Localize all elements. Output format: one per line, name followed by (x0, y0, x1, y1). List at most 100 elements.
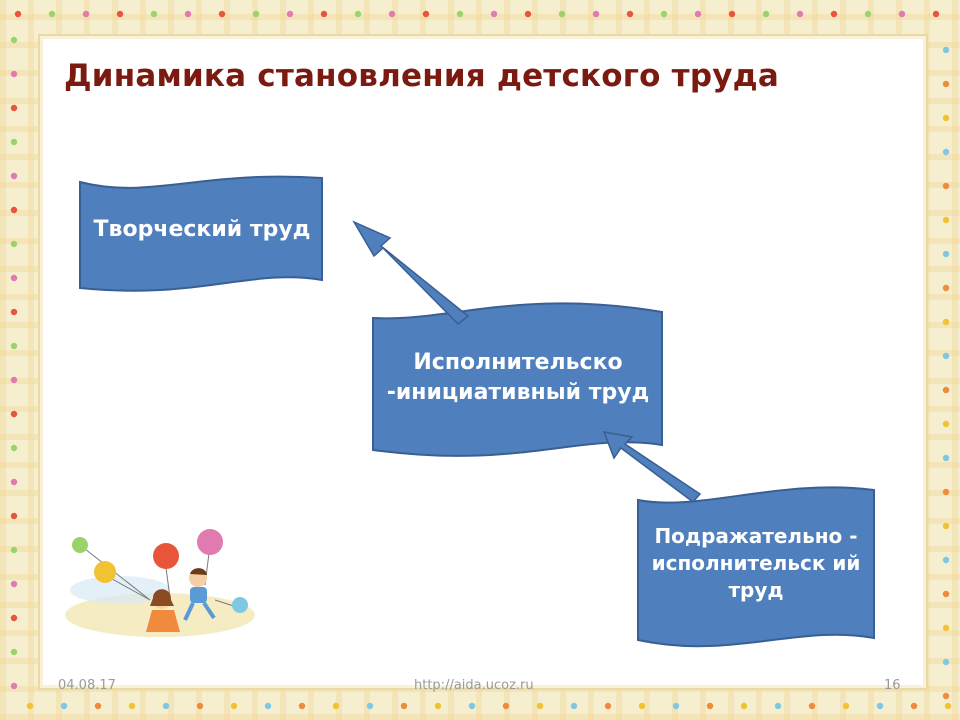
border-dot (10, 478, 18, 486)
border-dot (422, 10, 430, 18)
border-dot (10, 614, 18, 622)
border-dot (694, 10, 702, 18)
border-dot (942, 420, 950, 428)
border-dot (876, 702, 884, 710)
border-dot (942, 46, 950, 54)
border-dot (10, 682, 18, 690)
node-label-executive-initiative: Исполнительско -инициативный труд (386, 350, 650, 405)
border-dot (230, 702, 238, 710)
border-dot (94, 702, 102, 710)
border-dot (10, 342, 18, 350)
border-dot (128, 702, 136, 710)
border-dot (10, 70, 18, 78)
border-dot (942, 352, 950, 360)
border-dot (10, 172, 18, 180)
border-dot (434, 702, 442, 710)
border-dot (796, 10, 804, 18)
border-dot (592, 10, 600, 18)
border-dot (366, 702, 374, 710)
border-dot (604, 702, 612, 710)
border-dot (252, 10, 260, 18)
border-dot (672, 702, 680, 710)
border-dot (728, 10, 736, 18)
border-dot (468, 702, 476, 710)
node-shape-imitative-executive (637, 486, 875, 648)
border-dot (10, 376, 18, 384)
border-dot (502, 702, 510, 710)
border-dot (354, 10, 362, 18)
border-dot (10, 104, 18, 112)
border-dot (910, 702, 918, 710)
border-dot (842, 702, 850, 710)
border-dot (706, 702, 714, 710)
border-dot (320, 10, 328, 18)
border-dot (638, 702, 646, 710)
border-dot (570, 702, 578, 710)
border-dot (184, 10, 192, 18)
border-dot (942, 590, 950, 598)
border-dot (10, 308, 18, 316)
border-dot (942, 216, 950, 224)
border-dot (10, 274, 18, 282)
border-dot (10, 240, 18, 248)
border-dot (626, 10, 634, 18)
border-dot (942, 624, 950, 632)
border-dot (932, 10, 940, 18)
border-dot (60, 702, 68, 710)
border-dot (26, 702, 34, 710)
node-shape-creative (79, 175, 323, 292)
node-label-imitative-executive: Подражательно - исполнительск ий труд (651, 523, 861, 602)
footer-url[interactable]: http://aida.ucoz.ru (414, 678, 534, 693)
border-dot (264, 702, 272, 710)
border-dot (10, 580, 18, 588)
footer-date: 04.08.17 (58, 678, 116, 693)
border-dot (400, 702, 408, 710)
border-dot (10, 410, 18, 418)
border-dot (218, 10, 226, 18)
border-dot (942, 658, 950, 666)
border-dot (942, 488, 950, 496)
border-dot (942, 148, 950, 156)
node-label-creative: Творческий труд (93, 217, 311, 243)
border-dot (162, 702, 170, 710)
border-dot (942, 284, 950, 292)
border-dot (10, 138, 18, 146)
border-dot (660, 10, 668, 18)
border-dot (774, 702, 782, 710)
border-dot (388, 10, 396, 18)
children-balloons-illustration (65, 529, 255, 637)
border-dot (10, 206, 18, 214)
border-dot (10, 512, 18, 520)
border-dot (942, 522, 950, 530)
border-dot (10, 546, 18, 554)
border-dot (48, 10, 56, 18)
border-dot (298, 702, 306, 710)
border-dot (942, 182, 950, 190)
border-dot (524, 10, 532, 18)
border-dot (332, 702, 340, 710)
border-dot (456, 10, 464, 18)
border-dot (942, 386, 950, 394)
border-dot (942, 250, 950, 258)
border-dot (942, 692, 950, 700)
border-dot (762, 10, 770, 18)
border-dot (942, 318, 950, 326)
border-dot (10, 444, 18, 452)
border-dot (830, 10, 838, 18)
border-dot (490, 10, 498, 18)
border-dot (10, 36, 18, 44)
border-dot (740, 702, 748, 710)
arrow-executive-to-creative (352, 220, 470, 326)
border-dot (898, 10, 906, 18)
border-dot (116, 10, 124, 18)
border-dot (82, 10, 90, 18)
footer-page-number: 16 (884, 678, 901, 693)
border-dot (942, 556, 950, 564)
slide-title: Динамика становления детского труда (64, 58, 779, 94)
arrow-imitative-to-executive (602, 431, 702, 504)
border-dot (10, 648, 18, 656)
border-dot (942, 80, 950, 88)
border-dot (808, 702, 816, 710)
